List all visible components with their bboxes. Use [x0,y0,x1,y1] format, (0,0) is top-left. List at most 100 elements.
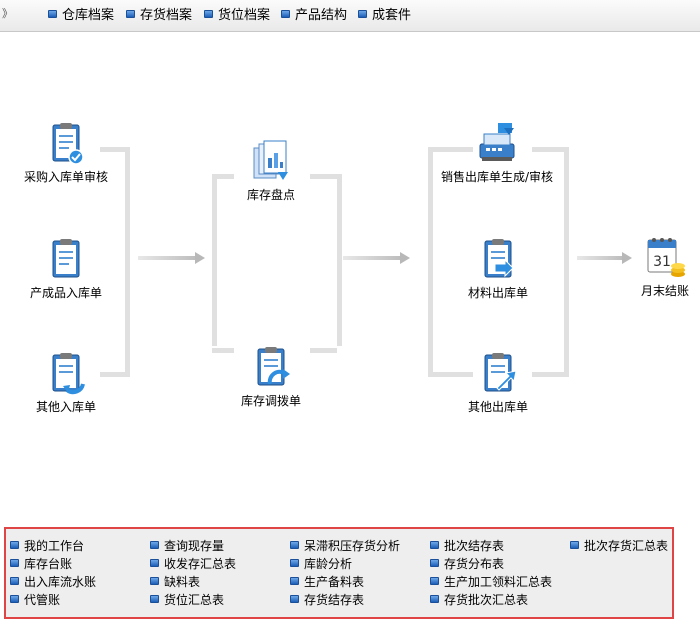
clipboard-out-icon [484,353,517,392]
bullet-icon [10,541,19,549]
inventory-flow-diagram: 采购入库单审核 产成品入库单 其他入库单 [0,32,700,522]
link-label: 呆滞积压存货分析 [304,539,401,553]
link-label: 缺料表 [164,575,201,589]
stock-bracket-br [310,348,337,353]
bullet-icon [290,577,299,585]
bullet-icon [10,595,19,603]
link-aging-analysis[interactable]: 库龄分析 [290,555,352,573]
node-label: 其他出库单 [467,400,528,414]
link-label: 出入库流水账 [24,575,97,589]
link-inventory-batch-summary[interactable]: 存货批次汇总表 [430,591,528,609]
bullet-icon [10,577,19,585]
bullet-icon [290,541,299,549]
link-label: 批次结存表 [444,539,505,553]
month-end-node[interactable]: 31 月末结账 [632,234,698,299]
link-batch-balance[interactable]: 批次结存表 [430,537,504,555]
calendar-coins-icon: 31 [647,238,685,277]
flow-arrow [138,252,205,264]
product-in-node[interactable]: 产成品入库单 [16,236,116,301]
toolbar-location-archive[interactable]: 货位档案 [204,7,270,25]
link-stock-ledger[interactable]: 库存台账 [10,555,72,573]
document-stack-icon [253,140,288,180]
toolbar-label: 成套件 [372,8,412,23]
stocktake-node[interactable]: 库存盘点 [221,138,321,203]
link-label: 存货批次汇总表 [444,593,529,607]
link-query-stock[interactable]: 查询现存量 [150,537,224,555]
link-my-workbench[interactable]: 我的工作台 [10,537,84,555]
purchase-in-node[interactable]: 采购入库单审核 [16,120,116,185]
outbound-bracket-left [428,147,473,377]
bullet-icon [430,541,439,549]
flow-arrow [343,252,410,264]
toolbar-label: 产品结构 [295,8,348,23]
toolbar-inventory-archive[interactable]: 存货档案 [126,7,192,25]
link-label: 库存台账 [24,557,73,571]
sales-out-node[interactable]: 销售出库单生成/审核 [432,120,562,185]
link-label: 批次存货汇总表 [584,539,669,553]
bullet-icon [570,541,579,549]
material-out-node[interactable]: 材料出库单 [448,236,548,301]
toolbar-kit[interactable]: 成套件 [358,7,411,25]
link-slow-moving-analysis[interactable]: 呆滞积压存货分析 [290,537,400,555]
link-label: 货位汇总表 [164,593,225,607]
bullet-icon [281,10,290,18]
stock-bracket [212,174,342,346]
link-label: 我的工作台 [24,539,85,553]
clipboard-icon [52,239,80,278]
expand-chevron-icon[interactable]: 》 [2,7,13,20]
clipboard-transfer-icon [257,347,290,386]
bullet-icon [150,541,159,549]
link-label: 存货结存表 [304,593,365,607]
link-in-out-journal[interactable]: 出入库流水账 [10,573,96,591]
toolbar-label: 存货档案 [140,8,193,23]
bullet-icon [430,559,439,567]
bullet-icon [150,577,159,585]
link-label: 库龄分析 [304,557,353,571]
link-label: 生产备料表 [304,575,365,589]
inbound-bracket [100,147,130,377]
bullet-icon [10,559,19,567]
link-batch-inventory-summary[interactable]: 批次存货汇总表 [570,537,668,555]
node-label: 月末结账 [640,284,689,298]
link-inventory-distribution[interactable]: 存货分布表 [430,555,504,573]
link-location-summary[interactable]: 货位汇总表 [150,591,224,609]
node-label: 销售出库单生成/审核 [440,170,554,184]
link-label: 收发存汇总表 [164,557,237,571]
bullet-icon [290,559,299,567]
svg-text:31: 31 [653,254,671,270]
bullet-icon [150,559,159,567]
link-label: 代管账 [24,593,61,607]
link-production-prep[interactable]: 生产备料表 [290,573,364,591]
bullet-icon [204,10,213,18]
bullet-icon [290,595,299,603]
node-label: 库存调拨单 [240,394,301,408]
link-inventory-balance[interactable]: 存货结存表 [290,591,364,609]
transfer-node[interactable]: 库存调拨单 [221,344,321,409]
flow-arrow [577,252,632,264]
bullet-icon [430,577,439,585]
toolbar-label: 仓库档案 [62,8,115,23]
report-links-panel: 我的工作台 库存台账 出入库流水账 代管账 查询现存量 收发存汇总表 缺料表 货… [4,527,674,619]
link-receipt-issue-summary[interactable]: 收发存汇总表 [150,555,236,573]
bullet-icon [126,10,135,18]
node-label: 其他入库单 [35,400,96,414]
node-label: 采购入库单审核 [23,170,108,184]
bullet-icon [358,10,367,18]
link-label: 查询现存量 [164,539,225,553]
node-label: 产成品入库单 [29,286,102,300]
link-production-issue-summary[interactable]: 生产加工领料汇总表 [430,573,552,591]
bullet-icon [48,10,57,18]
link-shortage-report[interactable]: 缺料表 [150,573,200,591]
toolbar-warehouse-archive[interactable]: 仓库档案 [48,7,114,25]
cash-register-icon [479,123,515,161]
node-label: 库存盘点 [246,188,295,202]
link-consignment-ledger[interactable]: 代管账 [10,591,60,609]
other-in-node[interactable]: 其他入库单 [16,350,116,415]
toolbar-label: 货位档案 [218,8,271,23]
bullet-icon [430,595,439,603]
outbound-bracket-right [532,147,569,377]
link-label: 生产加工领料汇总表 [444,575,553,589]
clipboard-arrow-icon [52,353,85,395]
other-out-node[interactable]: 其他出库单 [448,350,548,415]
toolbar-product-structure[interactable]: 产品结构 [281,7,347,25]
